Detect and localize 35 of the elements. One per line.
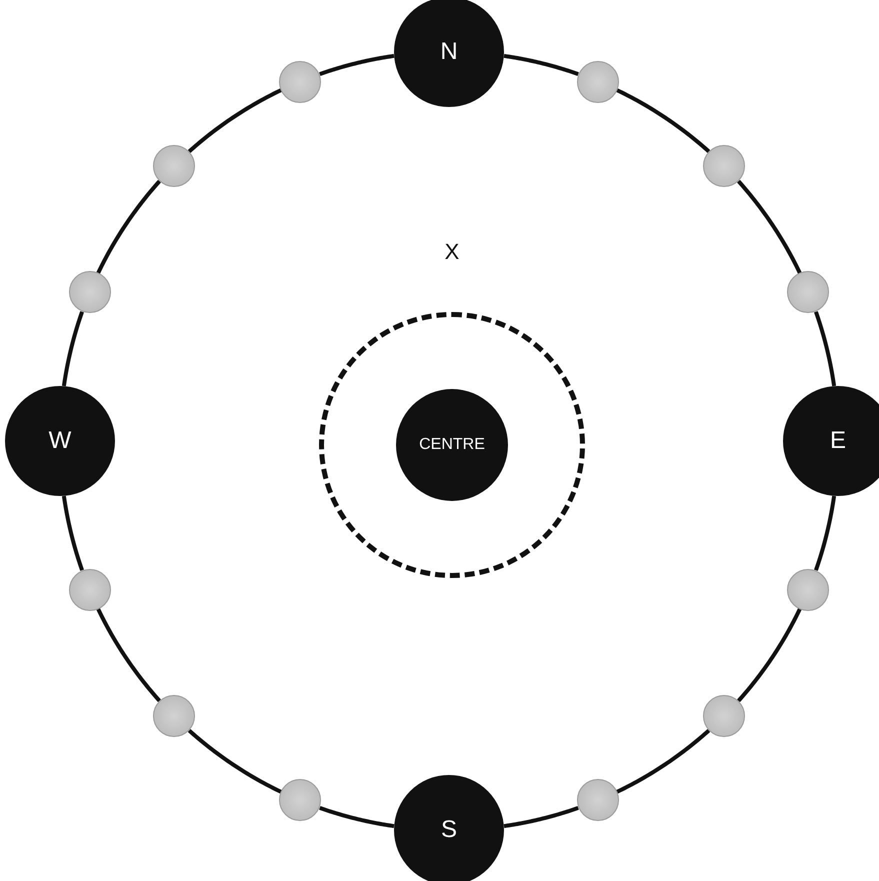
waypoint-circle <box>787 271 830 314</box>
waypoint-circle <box>152 144 195 187</box>
waypoint-circle <box>152 695 195 738</box>
ring-arc <box>737 608 802 702</box>
dashed-boundary-circle <box>319 312 585 578</box>
waypoint-circle <box>68 568 111 611</box>
ring-arc <box>504 806 579 828</box>
node-label: W <box>48 427 72 455</box>
ring-arc <box>504 54 579 76</box>
waypoint-circle <box>703 695 746 738</box>
ring-arc <box>319 806 394 828</box>
ring-arc <box>96 180 161 274</box>
ring-arc <box>616 88 710 153</box>
ring-arc <box>188 729 282 794</box>
ring-arc <box>737 180 802 274</box>
waypoint-circle <box>279 60 322 103</box>
node-label: S <box>440 816 457 844</box>
node-label: CENTRE <box>419 436 485 454</box>
node-label: N <box>440 38 458 66</box>
ring-arc <box>188 88 282 153</box>
waypoint-circle <box>787 568 830 611</box>
waypoint-circle <box>68 271 111 314</box>
ring-arc <box>319 54 394 76</box>
ring-arc <box>62 311 84 386</box>
ring-arc <box>62 496 84 571</box>
waypoint-circle <box>576 60 619 103</box>
waypoint-circle <box>703 144 746 187</box>
waypoint-circle <box>279 779 322 822</box>
waypoint-circle <box>576 779 619 822</box>
point-label: X <box>444 239 460 265</box>
ring-arc <box>96 608 161 702</box>
ring-arc <box>814 496 836 571</box>
ring-arc <box>616 729 710 794</box>
node-label: E <box>830 427 846 455</box>
ring-arc <box>814 311 836 386</box>
